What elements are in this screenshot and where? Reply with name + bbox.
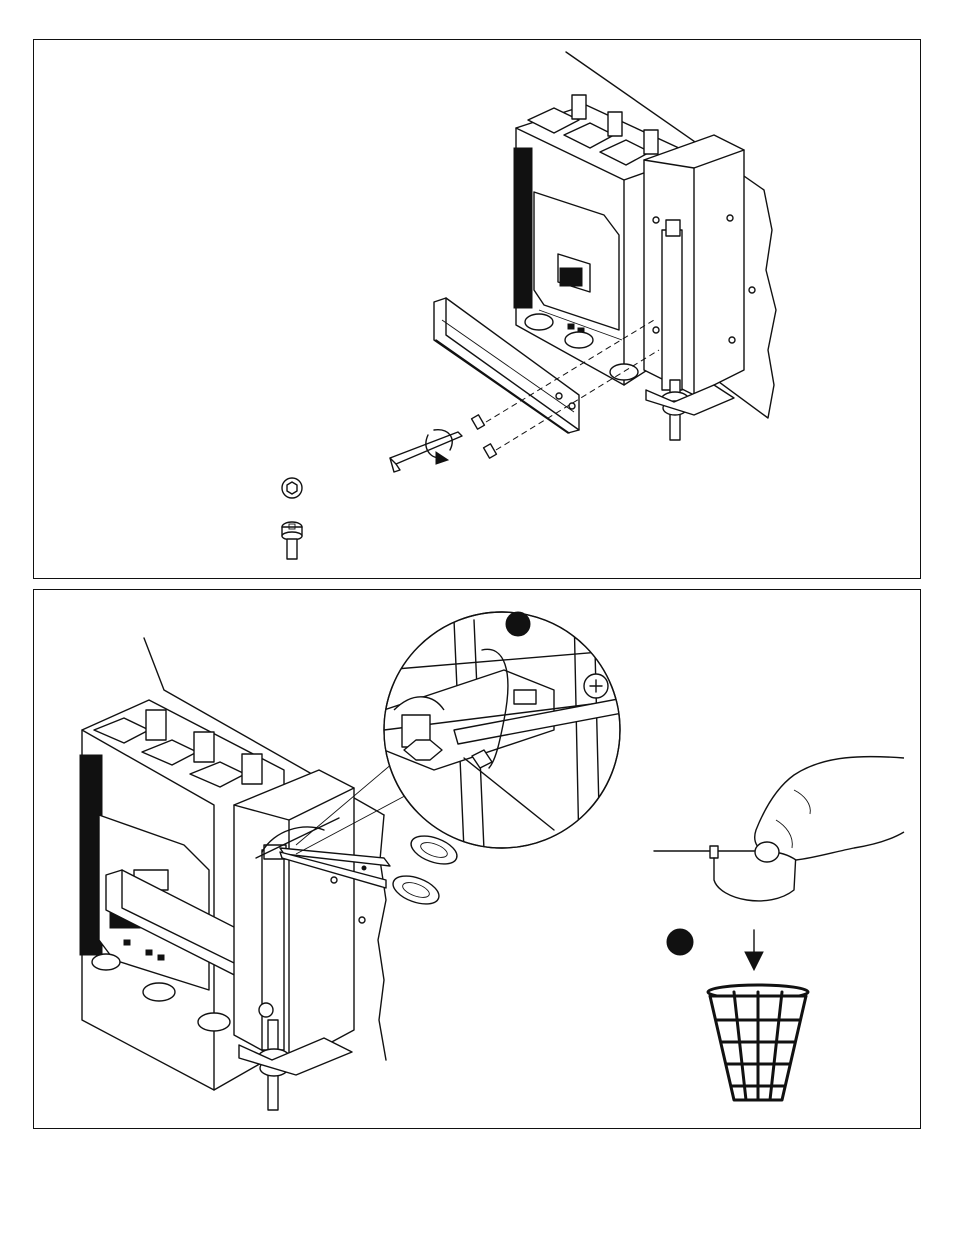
- rotation-arrow-icon: [426, 430, 452, 464]
- side-rod-assembly: [234, 770, 365, 1110]
- step-panel-cut-tie: [33, 589, 921, 1129]
- step-marker-discard: [667, 929, 693, 955]
- screw-symbol-icon: [282, 522, 302, 559]
- hand-icon: [654, 757, 904, 901]
- waste-basket-icon: [708, 985, 808, 1100]
- step-marker-magnifier: [506, 612, 530, 636]
- detail-magnifier: [384, 610, 638, 850]
- side-rod-assembly: [644, 135, 755, 440]
- step-panel-install-rail: [33, 39, 921, 579]
- down-arrow-icon: [745, 930, 763, 970]
- screw-icon: [472, 415, 497, 458]
- hex-socket-icon: [282, 478, 302, 498]
